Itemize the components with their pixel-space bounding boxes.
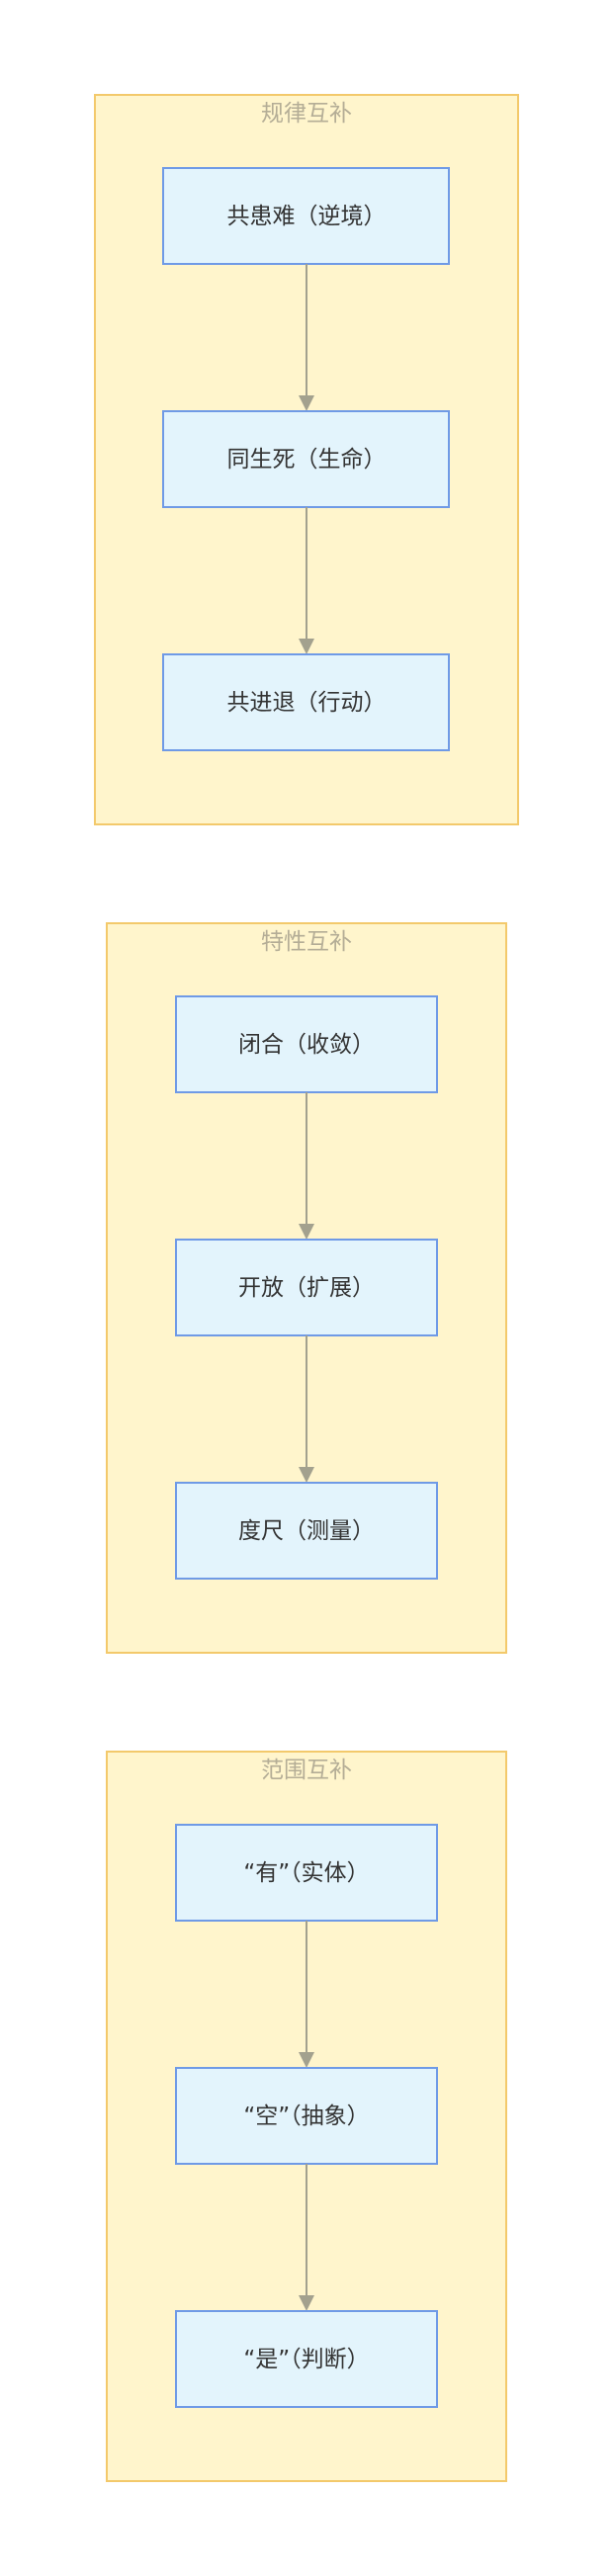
node-box: [162, 167, 450, 265]
node-label: “有”（实体）: [243, 1860, 369, 1886]
group-property-complement: 特性互补 闭合（收敛） 开放（扩展） 度尺（测量）: [106, 922, 507, 1654]
node-box: [175, 2067, 438, 2165]
arrow-head-icon: [299, 395, 314, 411]
node-label: 度尺（测量）: [238, 1518, 375, 1544]
node-box: [175, 2310, 438, 2408]
node-label: 共患难（逆境）: [227, 204, 387, 229]
arrow-head-icon: [299, 1224, 314, 1240]
node-label: 同生死（生命）: [227, 447, 387, 472]
group-title: 规律互补: [261, 101, 352, 127]
node-box: [175, 1482, 438, 1580]
node-label: 共进退（行动）: [227, 690, 387, 716]
node-box: [175, 1239, 438, 1336]
node-label: “空”（抽象）: [243, 2104, 369, 2129]
group-regularity-complement: 规律互补 共患难（逆境） 同生死（生命） 共进退（行动）: [94, 94, 519, 825]
node-label: 闭合（收敛）: [238, 1032, 375, 1058]
node-box: [162, 653, 450, 751]
group-title: 特性互补: [261, 929, 352, 955]
arrow-head-icon: [299, 2295, 314, 2311]
node-box: [175, 995, 438, 1093]
node-box: [162, 410, 450, 508]
arrow-head-icon: [299, 1467, 314, 1483]
arrow-head-icon: [299, 639, 314, 654]
group-title: 范围互补: [261, 1758, 352, 1783]
group-scope-complement: 范围互补 “有”（实体） “空”（抽象） “是”（判断）: [106, 1751, 507, 2482]
arrow-head-icon: [299, 2052, 314, 2068]
node-box: [175, 1824, 438, 1922]
node-label: “是”（判断）: [243, 2347, 369, 2372]
node-label: 开放（扩展）: [238, 1275, 375, 1301]
